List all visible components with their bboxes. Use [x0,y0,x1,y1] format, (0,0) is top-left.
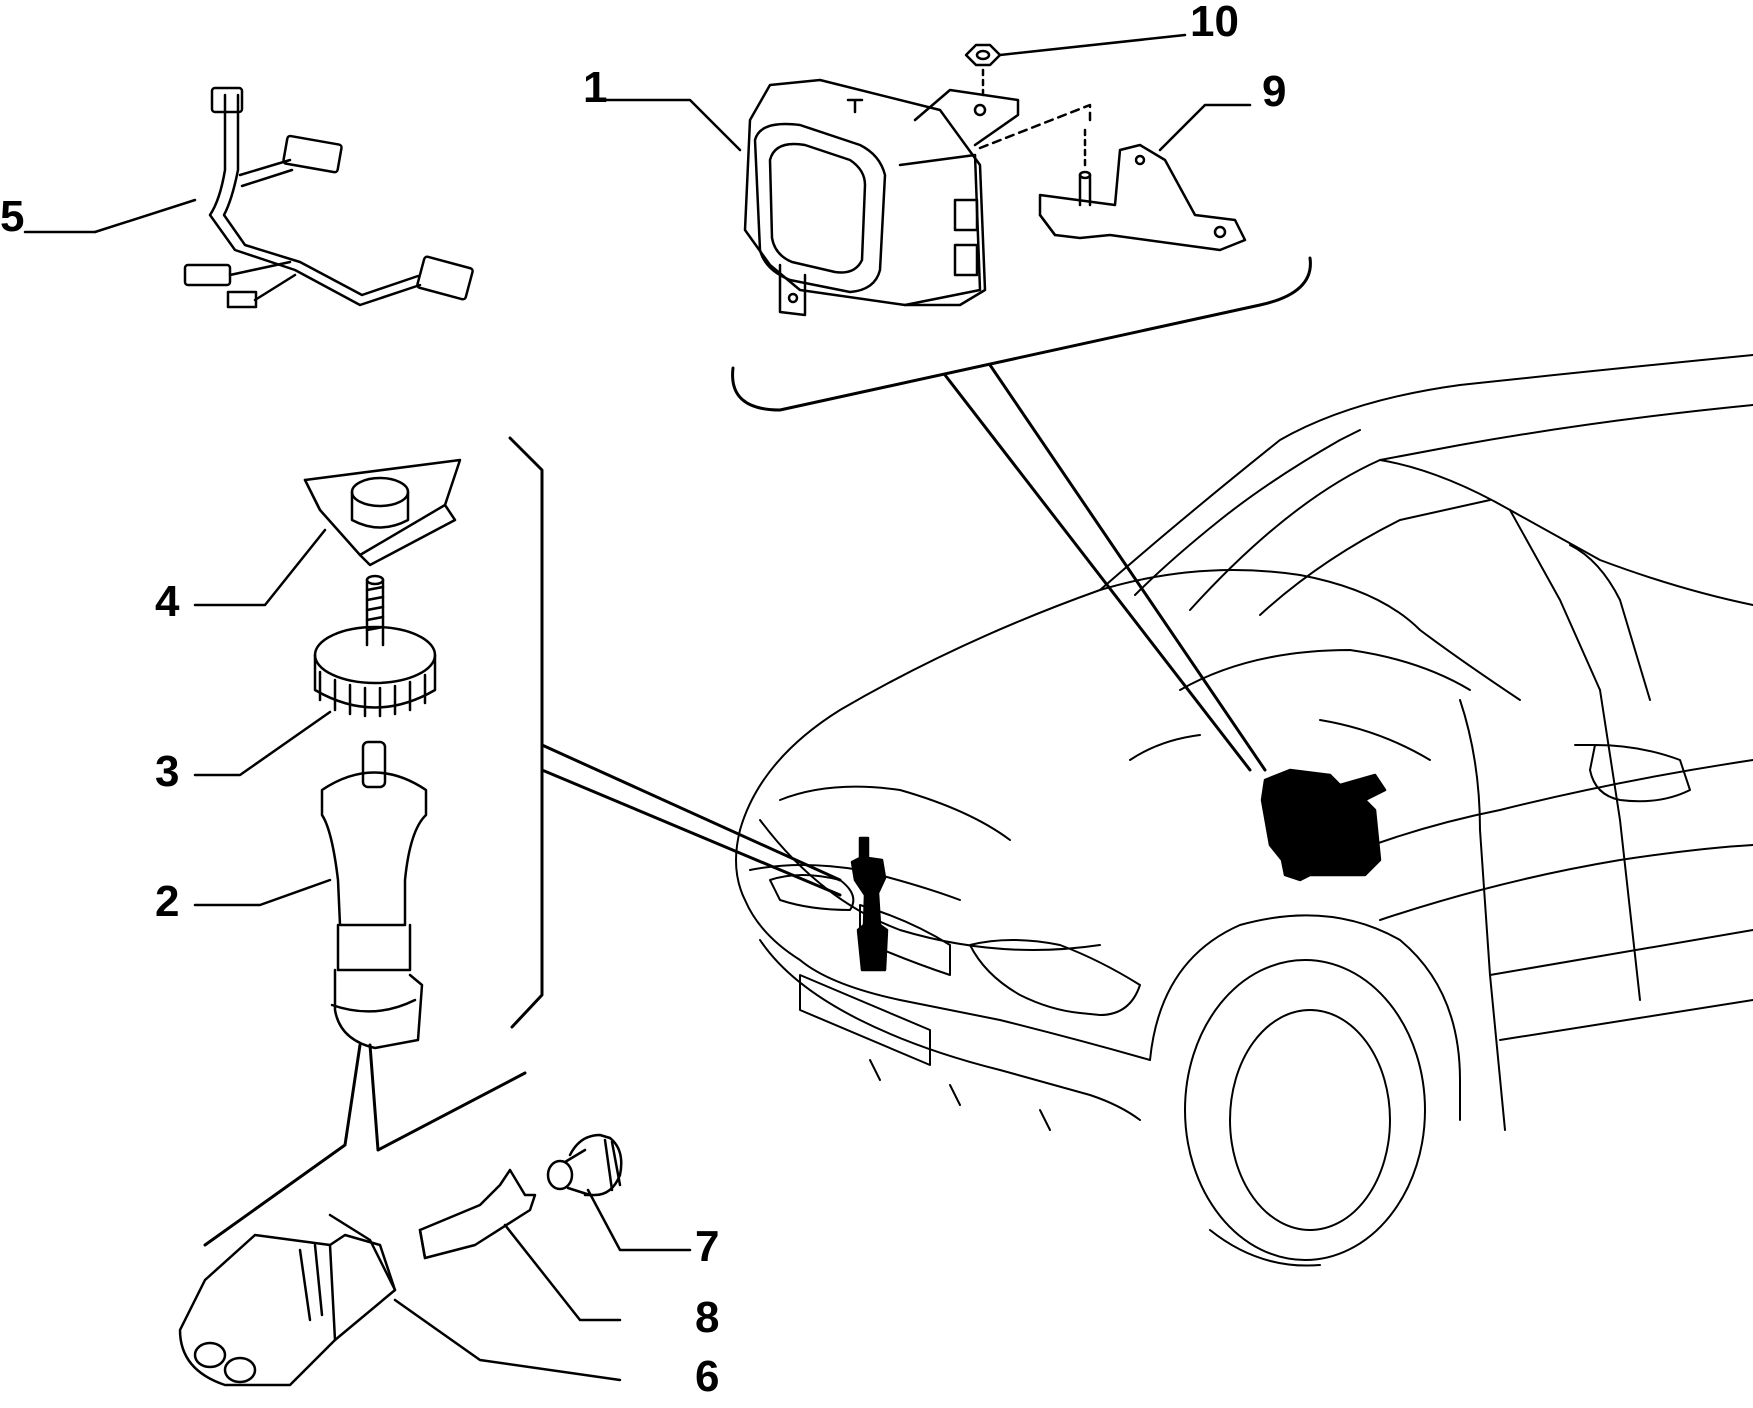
installed-ecu [1260,768,1387,882]
callout-5: 5 [0,192,25,241]
callout-7: 7 [695,1222,720,1271]
part-10-nut [964,33,1187,102]
callout-1: 1 [583,63,608,112]
part-7-grommet [546,1133,692,1252]
installed-parts-on-car [850,768,1387,972]
callout-10: 10 [1190,0,1239,46]
callout-8: 8 [695,1293,720,1342]
installed-sensor [850,836,889,972]
group-brackets [203,256,1312,1247]
part-3-adjuster-wheel [193,574,437,777]
callout-3: 3 [155,747,180,796]
callout-4: 4 [155,577,180,626]
part-2-sensor-body [193,740,428,1050]
part-5-wiring-harness [23,86,474,309]
part-6-connector [178,1213,622,1387]
part-9-bracket [978,103,1252,252]
car-outline [735,354,1753,1267]
part-1-ecu-module [603,78,1020,317]
part-4-spring-clip [193,458,462,607]
callout-9: 9 [1262,67,1287,116]
callout-6: 6 [695,1352,720,1401]
callout-2: 2 [155,877,180,926]
part-8-terminal [418,1168,622,1322]
